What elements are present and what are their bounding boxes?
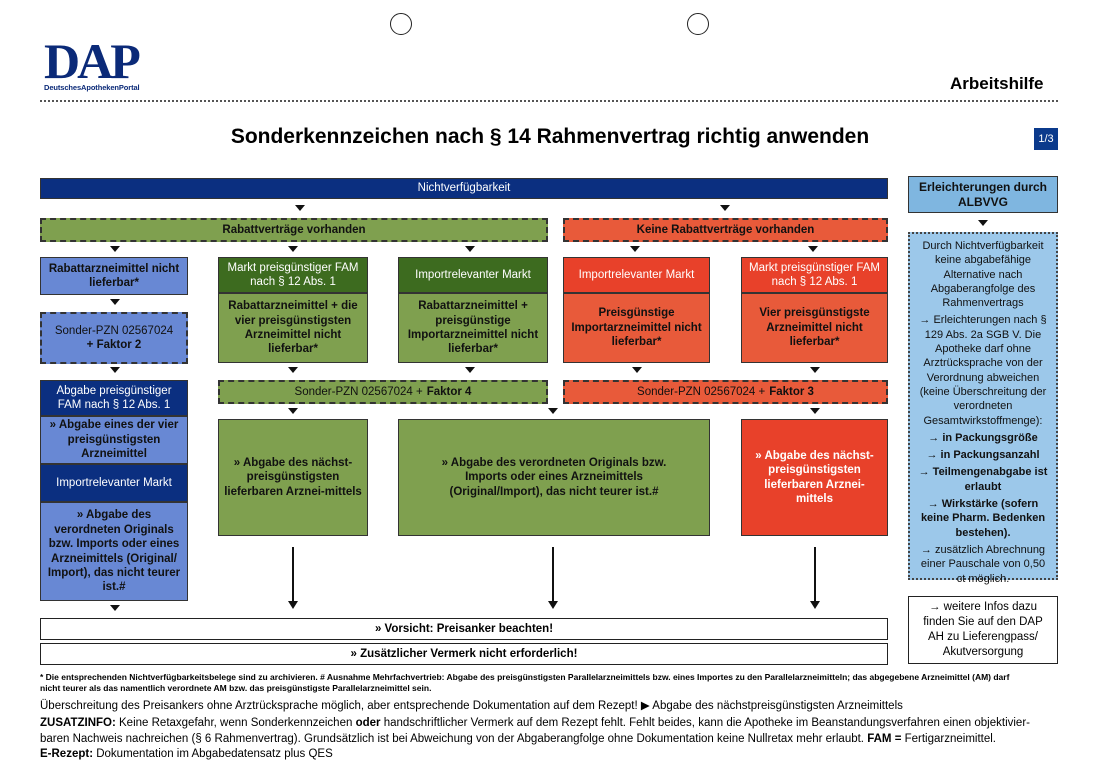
node-markt-preisguenstiger-fam-green: Markt preisgünstiger FAM nach § 12 Abs. … [218, 257, 368, 293]
header-divider [40, 100, 1058, 102]
footnote-line-1: * Die entsprechenden Nichtverfügbarkeits… [40, 672, 1010, 682]
erezept-label: E-Rezept: [40, 748, 94, 761]
node-rabatt-vier-nicht-lieferbar: Rabattarzneimittel + die vier preisgünst… [218, 293, 368, 363]
node-vier-nicht-lieferbar: Vier preisgünstigste Arzneimittel nicht … [741, 293, 888, 363]
node-abgabe-naechst-preisguenstigstes-red: » Abgabe des nächst-preisgünstigsten lie… [741, 419, 888, 536]
zusatzinfo-text-a: Keine Retaxgefahr, wenn Sonderkennzeiche… [119, 717, 353, 729]
arrow-down-icon [978, 220, 988, 226]
side-info-box: → weitere Infos dazu finden Sie auf den … [908, 596, 1058, 664]
side-header-albvvg: Erleichterungen durch ALBVVG [908, 176, 1058, 213]
footer-preisanker-note: Überschreitung des Preisankers ohne Arzt… [40, 700, 903, 712]
zusatzinfo-text-b: handschriftlicher Vermerk auf dem Rezept… [383, 717, 1030, 729]
arrow-down-icon [632, 367, 642, 373]
zusatzinfo-oder: oder [355, 717, 381, 729]
faktor-label: Faktor 4 [426, 385, 472, 398]
pzn-code: Sonder-PZN 02567024 [54, 324, 174, 337]
node-abgabe-vier-preisguenstigste: » Abgabe eines der vier preisgünstigsten… [40, 416, 188, 464]
arrow-down-icon [548, 601, 558, 609]
node-rabatt-import-nicht-lieferbar: Rabattarzneimittel + preisgünstige Impor… [398, 293, 548, 363]
arrow-down-icon [295, 205, 305, 211]
side-item-wirkstaerke: → Wirkstärke (sofern keine Pharm. Bedenk… [920, 498, 1046, 539]
node-importrelevanter-markt-green: Importrelevanter Markt [398, 257, 548, 293]
arrow-down-icon [810, 408, 820, 414]
side-panel-erleichterungen: Durch Nichtverfügbarkeit keine abgabefäh… [908, 232, 1058, 585]
erezept-text: Dokumentation im Abgabedatensatz plus QE… [96, 748, 333, 761]
node-abgabe-verordnetes-original-green: » Abgabe des verordneten Originals bzw. … [398, 419, 710, 536]
zusatzinfo-label: ZUSATZINFO: [40, 717, 116, 729]
node-nichtverfuegbarkeit: Nichtverfügbarkeit [40, 178, 888, 199]
node-abgabe-naechst-preisguenstigstes-green: » Abgabe des nächst-preisgünstigsten lie… [218, 419, 368, 536]
node-kein-vermerk-erforderlich: » Zusätzlicher Vermerk nicht erforderlic… [40, 643, 888, 665]
node-keine-rabattvertraege: Keine Rabattverträge vorhanden [563, 218, 888, 242]
node-markt-preisguenstiger-fam-red: Markt preisgünstiger FAM nach § 12 Abs. … [741, 257, 888, 293]
arrow-down-icon [808, 246, 818, 252]
footer-zusatzinfo: ZUSATZINFO: Keine Retaxgefahr, wenn Sond… [40, 716, 1060, 763]
node-sonder-pzn-faktor-2: Sonder-PZN 02567024 + Faktor 2 [40, 312, 188, 364]
node-abgabe-preisguenstiger-fam: Abgabe preisgünstiger FAM nach § 12 Abs.… [40, 380, 188, 416]
sheet-label: Arbeitshilfe [950, 74, 1044, 93]
arrow-down-icon [288, 246, 298, 252]
fam-label: FAM = [867, 732, 902, 745]
footnote-line-2: nicht teurer als das namentlich verordne… [40, 683, 432, 693]
node-import-nicht-lieferbar: Preisgünstige Importarzneimittel nicht l… [563, 293, 710, 363]
connector-line [292, 547, 294, 601]
node-rabattvertraege-vorhanden: Rabattverträge vorhanden [40, 218, 548, 242]
side-intro: Durch Nichtverfügbarkeit keine abgabefäh… [922, 240, 1044, 310]
side-rule: → Erleichterungen nach § 129 Abs. 2a SGB… [919, 314, 1047, 427]
side-item-packungsanzahl: → in Packungsanzahl [926, 449, 1040, 462]
node-abgabe-verordnetes-original-left: » Abgabe des verordneten Originals bzw. … [40, 502, 188, 601]
zusatzinfo-text-c: baren Nachweis nachreichen (§ 6 Rahmenve… [40, 732, 865, 745]
side-pauschale: → zusätzlich Abrechnung einer Pauschale … [920, 543, 1046, 585]
connector-line [552, 547, 554, 601]
arrow-down-icon [288, 408, 298, 414]
arrow-down-icon [548, 408, 558, 414]
node-sonder-pzn-faktor-4: Sonder-PZN 02567024 + Faktor 4 [218, 380, 548, 404]
arrow-down-icon [465, 246, 475, 252]
side-item-teilmengenabgabe: → Teilmengenabgabe ist erlaubt [918, 466, 1048, 493]
page-number-badge: 1/3 [1034, 128, 1058, 150]
arrow-down-icon [110, 246, 120, 252]
pzn-code: Sonder-PZN 02567024 + [637, 385, 766, 398]
node-importrelevanter-markt-red: Importrelevanter Markt [563, 257, 710, 293]
pzn-code: Sonder-PZN 02567024 + [294, 385, 423, 398]
dap-logo-subtitle: DeutschesApothekenPortal [44, 83, 140, 92]
arrow-down-icon [630, 246, 640, 252]
node-importrelevanter-markt-left: Importrelevanter Markt [40, 464, 188, 502]
punch-hole-left [390, 13, 412, 35]
page-title: Sonderkennzeichen nach § 14 Rahmenvertra… [230, 125, 870, 148]
arrow-down-icon [110, 367, 120, 373]
faktor-label: Faktor 3 [769, 385, 814, 398]
arrow-down-icon [720, 205, 730, 211]
side-item-packungsgroesse: → in Packungsgröße [928, 431, 1038, 444]
node-rabattarzneimittel-nicht-lieferbar: Rabattarzneimittel nicht lieferbar* [40, 257, 188, 295]
faktor-label: + Faktor 2 [86, 339, 142, 351]
arrow-down-icon [810, 367, 820, 373]
arrow-down-icon [465, 367, 475, 373]
fam-text: Fertigarzneimittel. [904, 732, 996, 745]
node-preisanker-beachten: » Vorsicht: Preisanker beachten! [40, 618, 888, 640]
punch-hole-right [687, 13, 709, 35]
arrow-down-icon [110, 299, 120, 305]
arrow-down-icon [288, 601, 298, 609]
node-sonder-pzn-faktor-3: Sonder-PZN 02567024 + Faktor 3 [563, 380, 888, 404]
arrow-down-icon [288, 367, 298, 373]
arrow-down-icon [110, 605, 120, 611]
dap-logo: DAP [44, 33, 141, 89]
arrow-down-icon [810, 601, 820, 609]
connector-line [814, 547, 816, 601]
